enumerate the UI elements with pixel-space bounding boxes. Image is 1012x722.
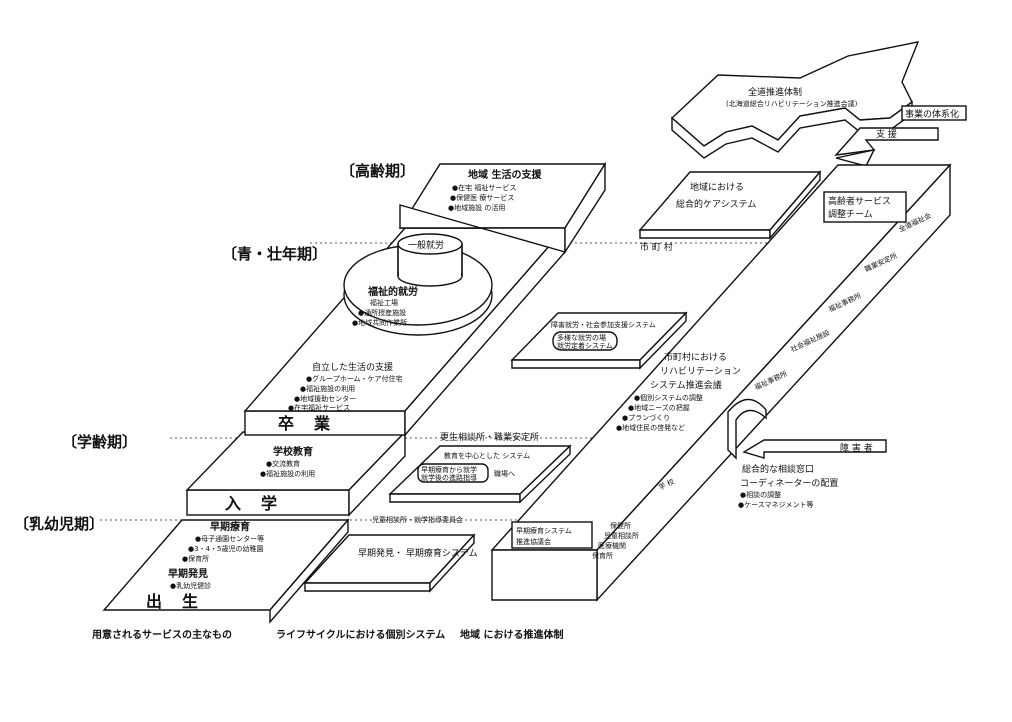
- early-care-item-3: ●保育所: [182, 554, 209, 563]
- work-support-title: 障害就労・社会参加支援システム: [551, 320, 656, 329]
- health-label-4: 保育所: [592, 551, 613, 560]
- care-system-line1: 地域における: [690, 181, 744, 193]
- school-item-2: ●福祉施設の利用: [260, 469, 315, 478]
- education-bubble: [417, 463, 489, 483]
- early-detect-title: 早期発見: [168, 567, 208, 580]
- independent-item-2: ●福祉施設の利用: [300, 384, 355, 393]
- period-infant: 〔乳幼児期〕: [14, 515, 104, 533]
- rehab-item-4: ●地域住民の啓発など: [616, 423, 685, 432]
- graduation-label: 卒業: [278, 414, 350, 433]
- rehab-item-2: ●地域ニーズの把握: [628, 403, 690, 412]
- elderly-team-line1: 高齢者サービス: [828, 195, 891, 207]
- rehab-council: 市町村における リハビリテーション システム推進会議 ●個別システムの調整 ●地…: [616, 351, 741, 432]
- welfare-work-title: 福祉的就労: [367, 285, 418, 298]
- to-job-label: 職場へ: [494, 469, 515, 478]
- welfare-work-item-1: 福祉工場: [370, 298, 398, 307]
- rehab-line1: 市町村における: [664, 351, 727, 363]
- early-care-title: 早期療育: [210, 520, 250, 533]
- coordinator-line1: 総合的な相談窓口: [742, 463, 814, 475]
- birth-label: 出生: [146, 592, 218, 611]
- health-label-1: 保健所: [610, 521, 631, 530]
- education-system-title: 教育を中心とした システム: [444, 451, 530, 460]
- support-label: 支 援: [876, 128, 897, 140]
- health-label-2: 児童相談所: [604, 531, 639, 540]
- elderly-team-box: 高齢者サービス 調整チーム: [823, 191, 907, 223]
- elderly-team-line2: 調整チーム: [828, 208, 873, 220]
- early-council-box: 早期療育システム 推進協議会 保健所 児童相談所 医療機関 保育所: [511, 521, 639, 560]
- work-support-bubble: [552, 331, 618, 351]
- caption-services: 用意されるサービスの主なもの: [91, 628, 232, 641]
- health-label-3: 医療機関: [598, 541, 626, 550]
- general-work-cylinder: 一般就労: [397, 233, 463, 287]
- early-system-title: 早期発見・ 早期療育システム: [358, 547, 478, 559]
- general-work-label: 一般就労: [408, 239, 444, 251]
- disabled-label: 障 害 者: [840, 442, 873, 454]
- early-council-line2: 推進協議会: [516, 537, 551, 546]
- early-detect-item: ●乳幼児健診: [170, 581, 211, 590]
- slab-opening: [727, 398, 767, 460]
- coordinator-line2: コーディネーターの配置: [740, 477, 838, 489]
- rehab-item-3: ●プランづくり: [622, 413, 670, 422]
- education-system-panel: 教育を中心とした システム 早期療育から就学 就学後の進路指導 職場へ: [388, 444, 572, 504]
- rehab-line3: システム推進会議: [650, 379, 722, 391]
- early-care-item-2: ●3・4・5歳児の幼稚園: [188, 544, 263, 553]
- school-block: 学校教育 ●交流教育 ●福祉施設の利用 入学: [185, 430, 407, 517]
- rehab-line2: リハビリテーション: [660, 366, 741, 377]
- elderly-item-2: ●保健医 療サービス: [450, 193, 514, 202]
- systematize-label: 事業の体系化: [905, 108, 959, 120]
- work-support-panel: 障害就労・社会参加支援システム 多様な就労の場 就労定着システム: [510, 311, 688, 370]
- infant-block: 早期療育 ●母子通園センター等 ●3・4・5歳児の幼稚園 ●保育所 早期発見 ●…: [102, 518, 350, 624]
- period-school: 〔学齢期〕: [62, 433, 137, 451]
- period-adult: 〔青・壮年期〕: [222, 245, 327, 263]
- work-support-item-2: 就労定着システム: [557, 341, 613, 350]
- education-item-1: 早期療育から就学: [421, 465, 477, 474]
- caption-lifecycle: ライフサイクルにおける個別システム: [276, 628, 445, 641]
- child-guidance-label: 児童相談所・就学指導委員会: [372, 515, 463, 524]
- elderly-item-3: ●地域施設 の活用: [448, 203, 505, 212]
- school-title: 学校教育: [273, 445, 313, 458]
- coordinator-item-1: ●相談の調整: [740, 490, 781, 499]
- welfare-work-item-2: ●通所授産施設: [358, 308, 406, 317]
- education-item-2: 就学後の進路指導: [421, 473, 477, 482]
- school-item-1: ●交流教育: [266, 459, 300, 468]
- elderly-block: 地域 生活の支援 ●在宅 福祉サービス ●保健医 療サービス ●地域施設 の活用: [398, 161, 607, 255]
- early-care-item-1: ●母子通園センター等: [195, 534, 264, 543]
- national-title: 全道推進体制: [748, 86, 802, 98]
- graduation-band: [244, 410, 406, 436]
- work-support-item-1: 多様な就労の場: [557, 333, 606, 342]
- independent-item-4: ●在宅福祉サービス: [288, 403, 350, 412]
- municipality-label: 市 町 村: [640, 241, 673, 253]
- caption-regional: 地域 における推進体制: [460, 628, 563, 641]
- enrollment-label: 入学: [225, 494, 297, 513]
- independent-item-3: ●地域援助センター: [294, 394, 356, 403]
- municipality-slab: [490, 163, 952, 602]
- independent-item-1: ●グループホーム・ケア付住宅: [306, 374, 402, 383]
- elderly-item-1: ●在宅 福祉サービス: [452, 183, 516, 192]
- elderly-title: 地域 生活の支援: [468, 168, 542, 181]
- independent-title: 自立した生活の支援: [312, 361, 393, 373]
- period-elderly: 〔高齢期〕: [340, 162, 415, 180]
- support-arrow: 支 援: [834, 127, 939, 167]
- welfare-work-item-3: ●地域共同作業所: [352, 318, 407, 327]
- job-office-label: 更生相談所・職業安定所: [440, 431, 539, 443]
- national-subtitle: (北海道総合リハビリテーション推進会議): [726, 99, 858, 108]
- disabled-arrow: 障 害 者: [742, 439, 887, 459]
- enrollment-band: [186, 489, 350, 516]
- rehab-item-1: ●個別システムの調整: [634, 393, 703, 402]
- early-council-line1: 早期療育システム: [516, 526, 572, 535]
- coordinator-item-2: ●ケースマネジメント等: [738, 500, 814, 509]
- care-system-panel: 地域における 総合的ケアシステム 市 町 村: [638, 170, 822, 253]
- adult-block: 福祉的就労 福祉工場 ●通所授産施設 ●地域共同作業所 一般就労 自立した生活の…: [243, 226, 567, 437]
- systematize-box: [901, 105, 967, 121]
- early-system-panel: 早期発見・ 早期療育システム: [303, 533, 478, 593]
- care-system-line2: 総合的ケアシステム: [676, 198, 756, 210]
